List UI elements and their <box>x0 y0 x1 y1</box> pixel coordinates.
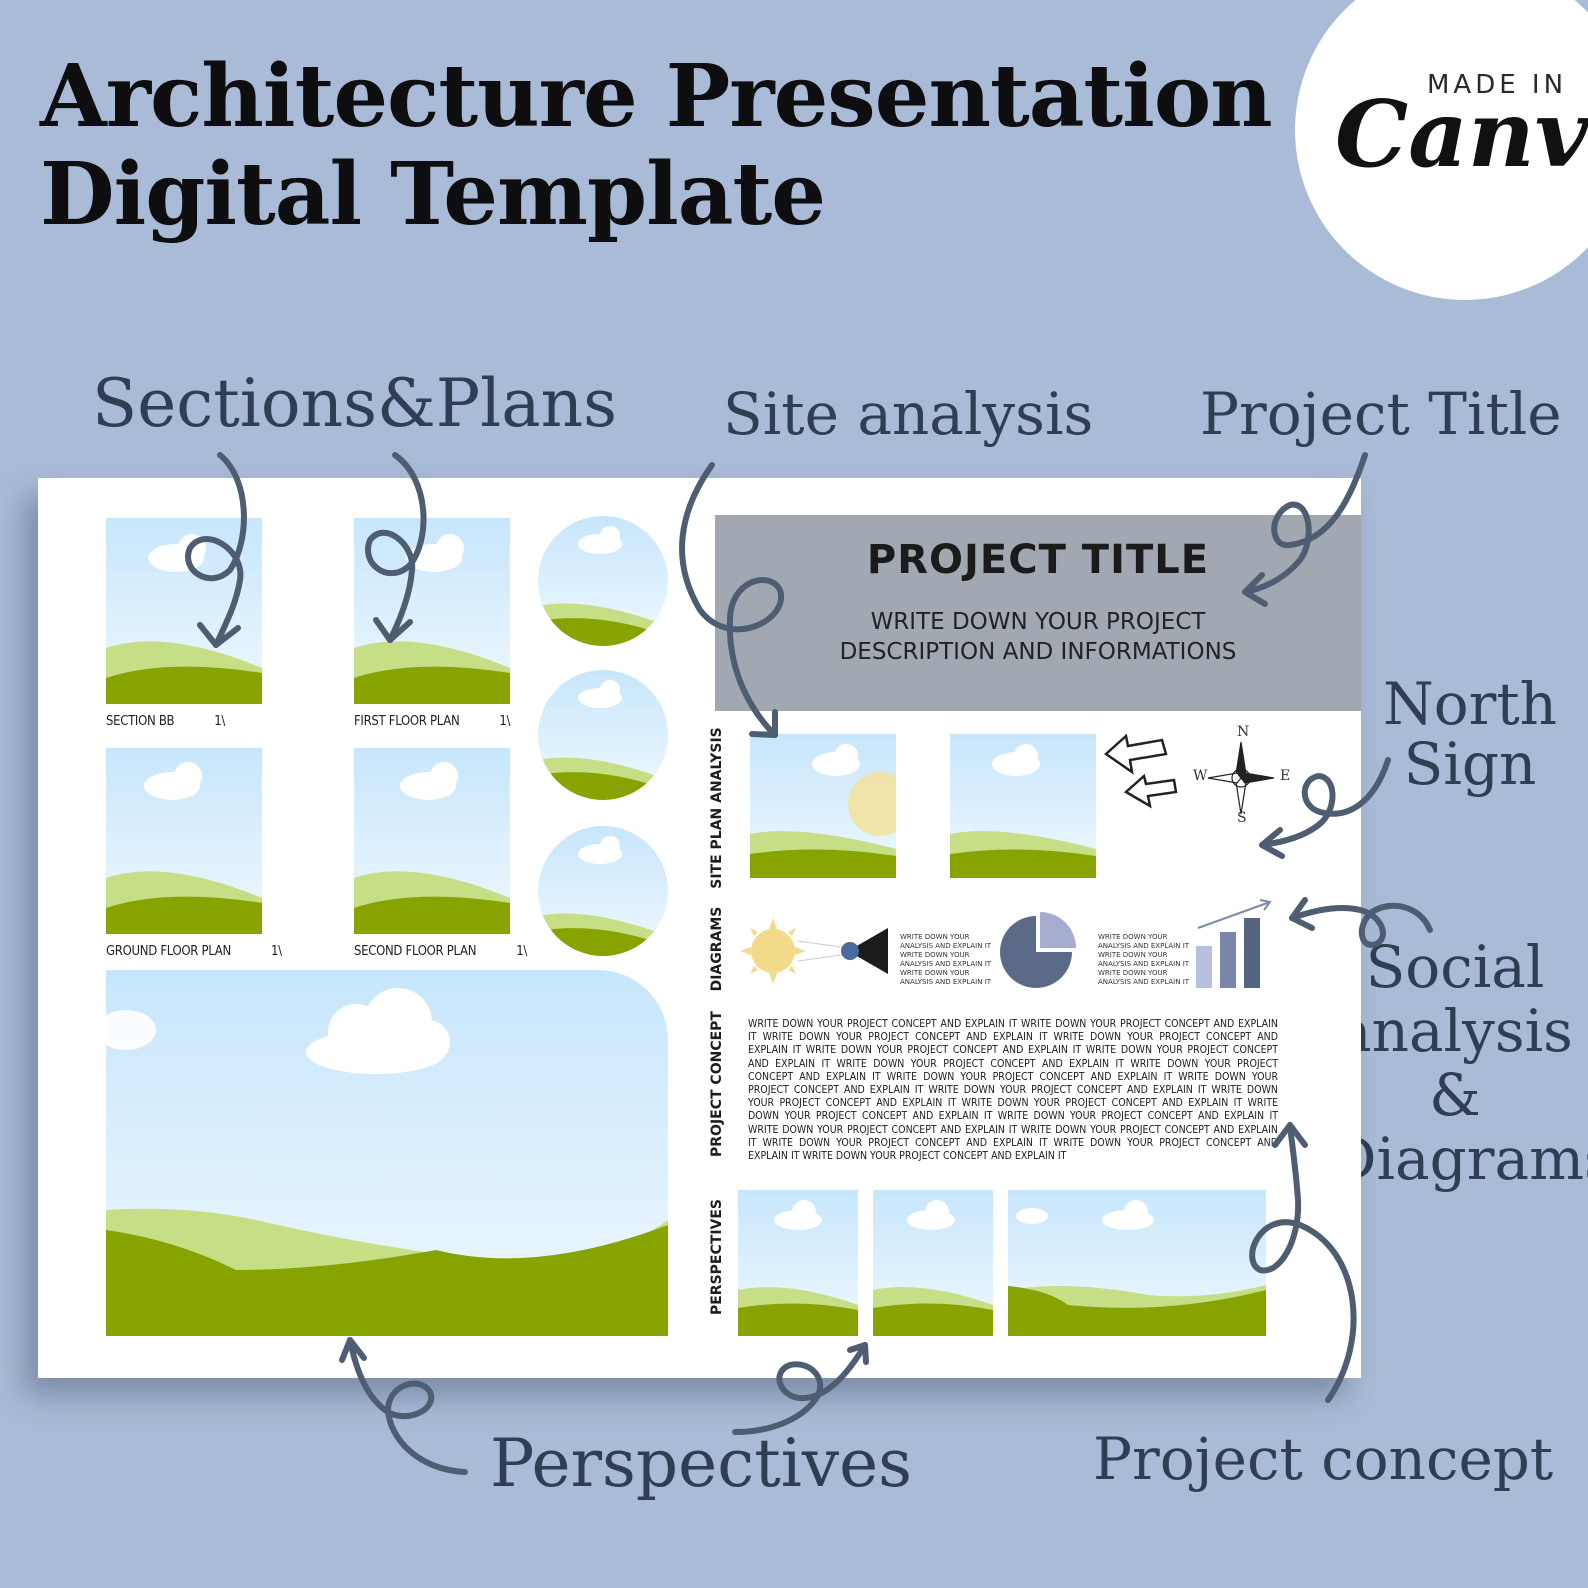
label-perspectives: PERSPECTIVES <box>707 1199 727 1315</box>
circle-image-1 <box>538 516 668 646</box>
callout-site-analysis: Site analysis <box>723 380 1094 448</box>
diagram-text-1: WRITE DOWN YOUR ANALYSIS AND EXPLAIN IT … <box>900 933 992 986</box>
callout-social-line-4: Diagrams <box>1330 1125 1588 1193</box>
label-diagrams: DIAGRAMS <box>707 907 727 992</box>
label-project-concept: PROJECT CONCEPT <box>707 1011 727 1157</box>
label-perspectives-text: PERSPECTIVES <box>709 1198 725 1316</box>
second-floor-plan-image <box>354 748 510 934</box>
callout-north-sign: North Sign <box>1360 674 1580 794</box>
project-title: PROJECT TITLE <box>866 537 1210 583</box>
perspective-image-1 <box>738 1190 858 1336</box>
circle-image-2 <box>538 670 668 800</box>
compass-s: S <box>1237 810 1247 826</box>
diagram-text-2: WRITE DOWN YOUR ANALYSIS AND EXPLAIN IT … <box>1098 933 1190 986</box>
perspective-image-2 <box>873 1190 993 1336</box>
callout-social-line-3: & <box>1429 1061 1481 1129</box>
caption-section-bb: SECTION BB 1\ <box>106 714 225 729</box>
project-concept-text: WRITE DOWN YOUR PROJECT CONCEPT AND EXPL… <box>748 1018 1278 1163</box>
ground-floor-plan-image <box>106 748 262 934</box>
compass-e: E <box>1280 768 1291 784</box>
caption-scale: 1\ <box>214 714 226 729</box>
main-title-line-1: Architecture Presentation <box>40 46 1273 147</box>
caption-scale: 1\ <box>516 944 527 959</box>
presentation-sheet: SECTION BB 1\ FIRST FLOOR PLAN 1\ GROUND F… <box>38 478 1361 1378</box>
sun-diagram-icon <box>740 918 888 984</box>
compass-w: W <box>1193 768 1208 784</box>
callout-sections-plans: Sections&Plans <box>92 365 617 442</box>
main-title-line-2: Digital Template <box>40 144 826 245</box>
project-title-box: PROJECT TITLE WRITE DOWN YOUR PROJECT DE… <box>715 515 1361 711</box>
caption-first-floor: FIRST FLOOR PLAN 1\ <box>354 714 511 729</box>
caption-ground-floor: GROUND FLOOR PLAN 1\ <box>106 944 282 959</box>
circle-image-3 <box>538 826 668 956</box>
main-title: Architecture Presentation Digital Templa… <box>40 46 1273 245</box>
site-plan-image-2 <box>950 734 1096 878</box>
caption-label: GROUND FLOOR PLAN <box>106 944 231 959</box>
canva-badge <box>1295 0 1588 300</box>
callout-social-analysis: Social analysis & Diagrams <box>1330 933 1588 1193</box>
project-description-line-1: WRITE DOWN YOUR PROJECT <box>870 609 1206 635</box>
compass-n: N <box>1237 724 1250 740</box>
callout-north-line-1: North <box>1382 670 1558 738</box>
section-bb-image <box>106 518 262 704</box>
canva-logo: Canva <box>1335 80 1588 188</box>
first-floor-plan-image <box>354 518 510 704</box>
caption-label: SECOND FLOOR PLAN <box>354 944 477 959</box>
caption-scale: 1\ <box>499 714 511 729</box>
bar-chart-icon <box>1196 899 1272 988</box>
caption-second-floor: SECOND FLOOR PLAN 1\ <box>354 944 527 959</box>
callout-social-line-2: analysis <box>1337 997 1573 1065</box>
caption-scale: 1\ <box>270 944 282 959</box>
pie-chart-icon <box>1000 912 1076 988</box>
label-diagrams-text: DIAGRAMS <box>709 906 725 992</box>
label-concept-text: PROJECT CONCEPT <box>709 1011 725 1157</box>
wind-arrows-icon <box>1103 733 1178 809</box>
caption-label: SECTION BB <box>106 714 175 729</box>
callout-project-concept: Project concept <box>1093 1425 1554 1493</box>
project-description: WRITE DOWN YOUR PROJECT DESCRIPTION AND … <box>715 607 1361 667</box>
label-site-text: SITE PLAN ANALYSIS <box>709 727 725 889</box>
badge-made-in: MADE IN <box>1427 70 1568 100</box>
callout-social-line-1: Social <box>1365 933 1545 1001</box>
project-description-line-2: DESCRIPTION AND INFORMATIONS <box>839 639 1237 665</box>
caption-label: FIRST FLOOR PLAN <box>354 714 460 729</box>
callout-north-line-2: Sign <box>1403 730 1537 798</box>
site-plan-image-1 <box>750 734 896 878</box>
main-perspective-image <box>106 970 668 1336</box>
callout-perspectives: Perspectives <box>490 1425 913 1502</box>
perspective-image-3 <box>1008 1190 1266 1336</box>
label-site-plan-analysis: SITE PLAN ANALYSIS <box>707 727 727 889</box>
callout-project-title: Project Title <box>1200 380 1562 448</box>
north-sign-icon <box>1207 741 1275 815</box>
